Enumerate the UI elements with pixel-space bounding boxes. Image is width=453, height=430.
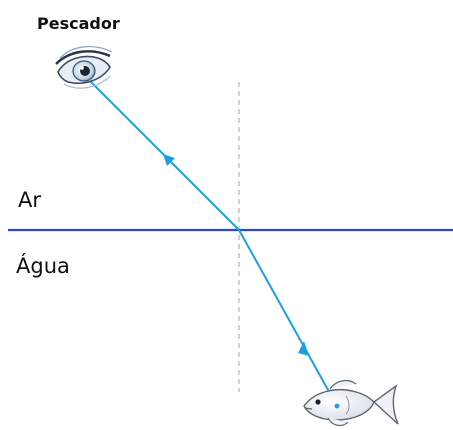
ray-in-water [238, 229, 338, 407]
ray-arrow-water [298, 341, 309, 356]
eye-icon [55, 46, 113, 89]
ray-in-air [84, 75, 240, 231]
fish-icon [303, 379, 399, 427]
ray-arrow-air [163, 154, 175, 166]
observer-label: Pescador [37, 14, 120, 33]
air-label: Ar [18, 188, 41, 212]
water-label: Água [16, 254, 70, 278]
